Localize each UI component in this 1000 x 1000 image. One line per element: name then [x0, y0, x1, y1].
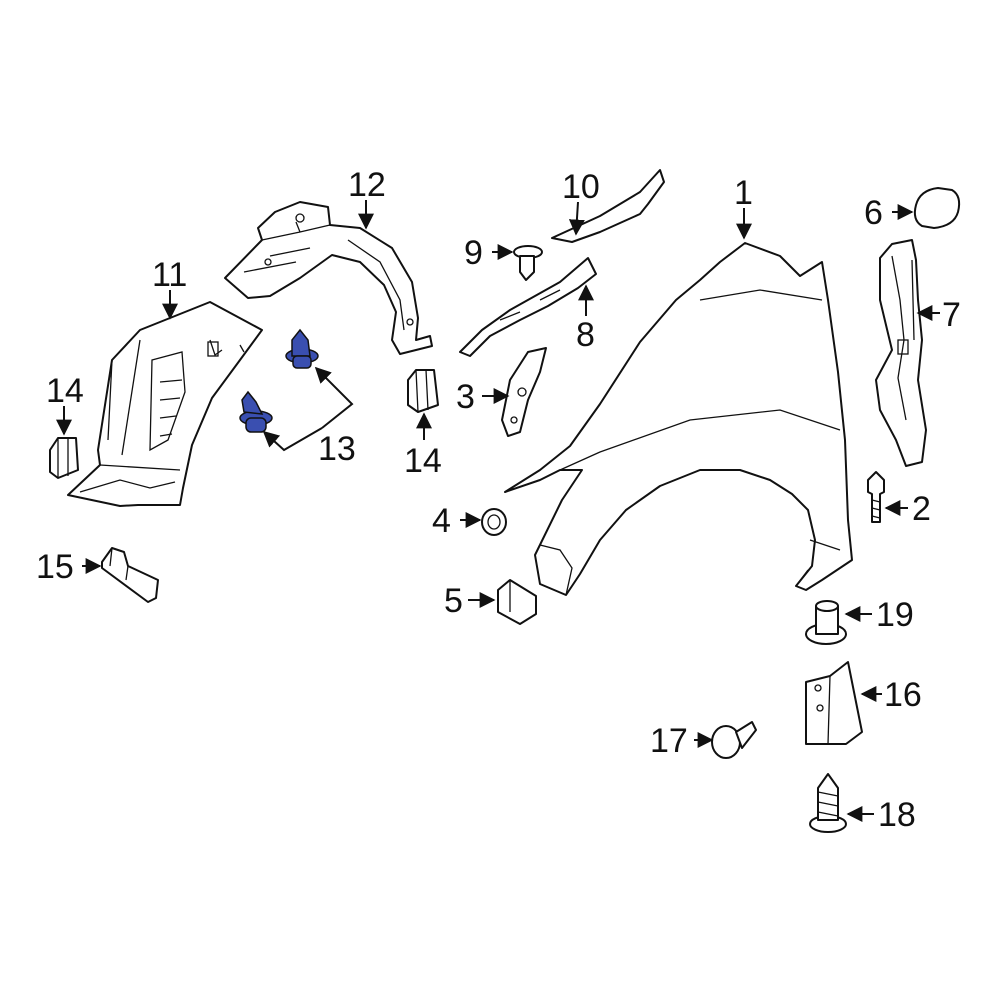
callout-labels: 1 2 3 4 5 6 7 8 9 10 11 12 13 14 14 15 1… — [36, 166, 961, 834]
fender-part-1[interactable] — [504, 242, 853, 596]
seal-part-10[interactable] — [551, 169, 665, 243]
clip-part-17[interactable] — [711, 721, 757, 759]
bracket-part-7[interactable] — [875, 239, 927, 467]
leader-lines — [56, 200, 940, 822]
grommet-part-6[interactable] — [913, 187, 961, 229]
callout-3: 3 — [456, 378, 475, 416]
callout-5: 5 — [444, 582, 463, 620]
callout-4: 4 — [432, 502, 451, 540]
bracket-part-5[interactable] — [497, 579, 537, 625]
callout-11: 11 — [152, 256, 187, 294]
callout-13: 13 — [318, 430, 356, 468]
callout-7: 7 — [942, 296, 961, 334]
bracket-part-15[interactable] — [101, 547, 159, 603]
callout-14-left: 14 — [46, 372, 84, 410]
push-clip-part-13b[interactable] — [239, 390, 273, 433]
callout-15: 15 — [36, 548, 74, 586]
callout-8: 8 — [576, 316, 595, 354]
leader-13a — [262, 427, 323, 452]
callout-19: 19 — [876, 596, 914, 634]
callout-6: 6 — [864, 194, 883, 232]
spacer-part-14-right[interactable] — [407, 369, 439, 413]
push-clip-part-13a[interactable] — [285, 328, 319, 369]
fender-liner-part-11[interactable] — [67, 301, 263, 507]
clip-part-9[interactable] — [513, 245, 543, 281]
screw-part-18[interactable] — [809, 773, 847, 833]
callout-9: 9 — [464, 234, 483, 272]
bushing-part-19[interactable] — [805, 600, 847, 645]
bolt-part-2[interactable] — [867, 471, 885, 523]
bracket-part-16[interactable] — [805, 661, 863, 745]
callout-18: 18 — [878, 796, 916, 834]
nut-part-4[interactable] — [481, 508, 507, 536]
leader-13b — [314, 366, 354, 429]
bracket-part-3[interactable] — [501, 347, 547, 437]
callout-17: 17 — [650, 722, 688, 760]
spacer-part-14-left[interactable] — [49, 437, 79, 479]
callout-16: 16 — [884, 676, 922, 714]
callout-1: 1 — [734, 174, 753, 212]
callout-12: 12 — [348, 166, 386, 204]
fender-liner-part-12[interactable] — [224, 201, 433, 355]
callout-14-right: 14 — [404, 442, 442, 480]
leader-10 — [568, 201, 585, 236]
callout-10: 10 — [562, 168, 600, 206]
callout-2: 2 — [912, 490, 931, 528]
bracket-part-8[interactable] — [459, 257, 597, 357]
